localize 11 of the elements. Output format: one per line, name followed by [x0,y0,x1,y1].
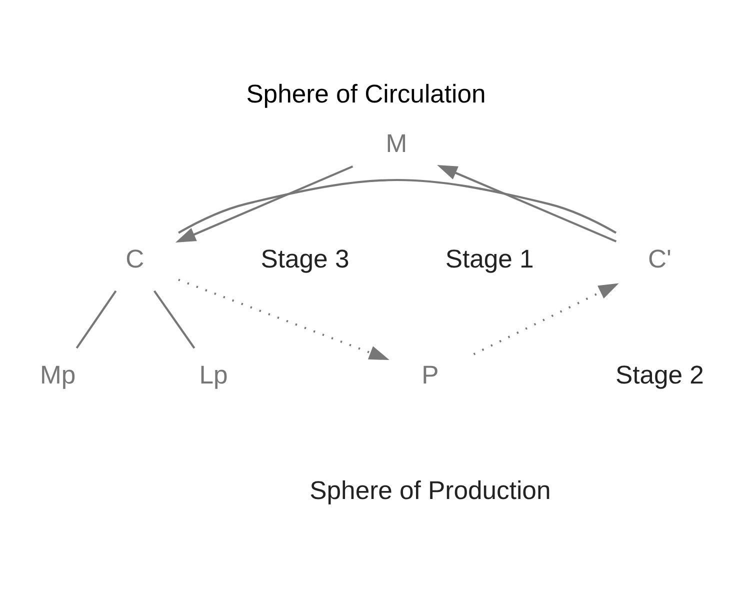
node-text: M [386,130,408,158]
diagram-title: Sphere of Circulation [246,80,486,108]
node-text: Lp [199,360,228,389]
node-text: P [422,360,439,389]
label: Stage 3 [260,245,350,274]
label: Stage 2 [615,360,704,389]
node-text: Mp [40,360,76,389]
node-text: C [126,245,144,274]
node-text: C' [648,245,672,274]
caption: Sphere of Production [310,476,551,504]
label: Stage 1 [445,245,534,274]
